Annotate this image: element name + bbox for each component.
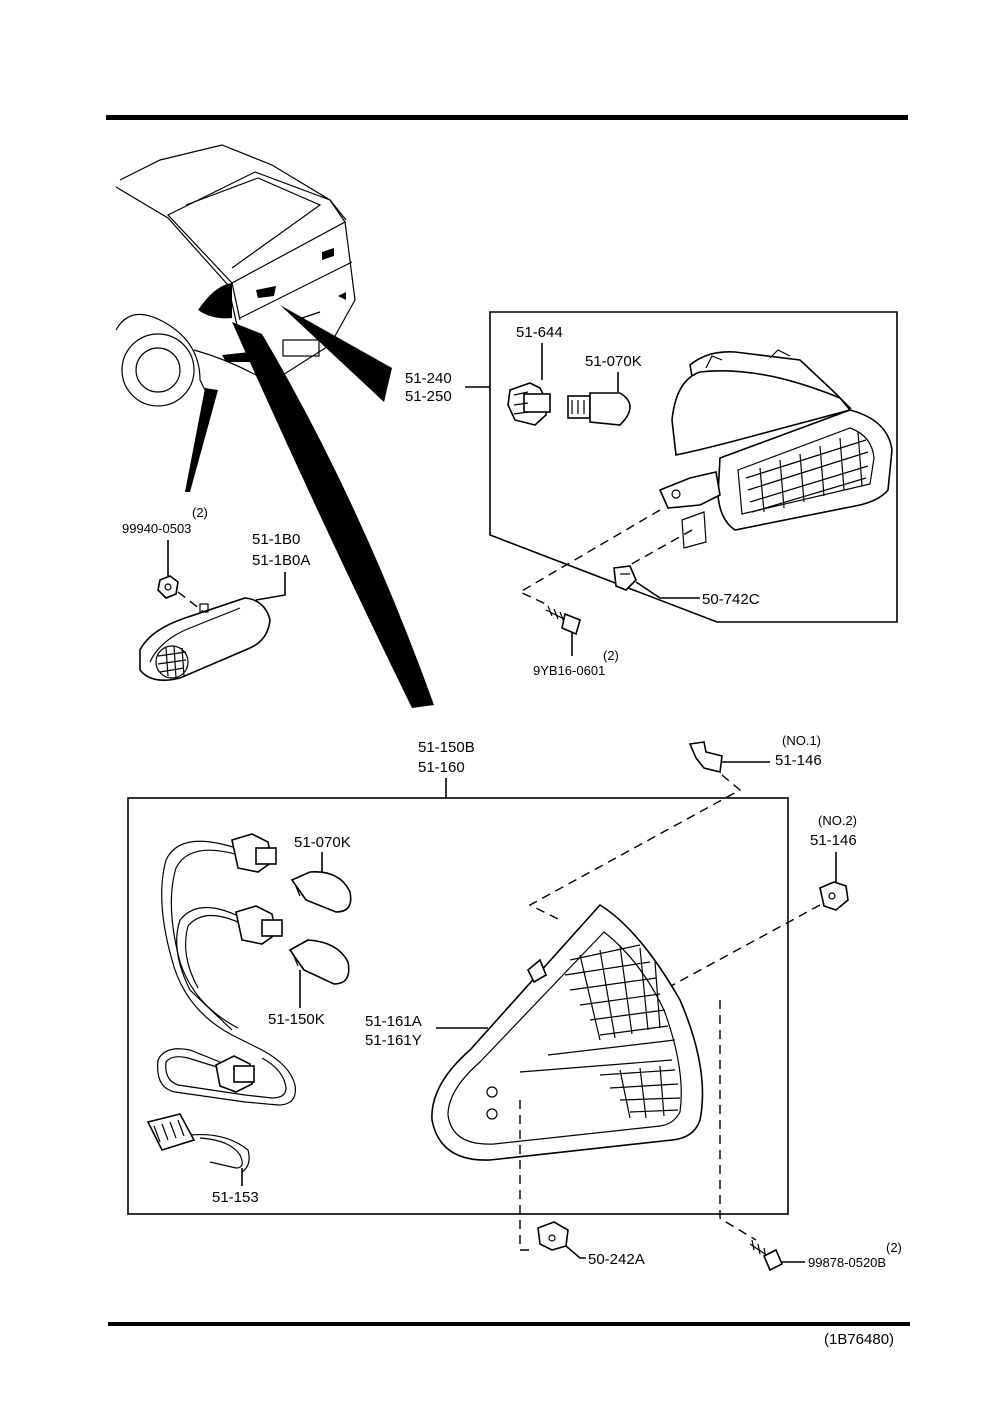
- pointer-side-lamp: [185, 388, 218, 492]
- socket-icon: [507, 382, 551, 426]
- clip-no1-note: (NO.1): [782, 733, 821, 748]
- clip-b-icon: [537, 1221, 569, 1251]
- screw-icon: [545, 605, 581, 636]
- screw-a-label: 9YB16-0601: [533, 663, 605, 678]
- harness-label: 51-153: [212, 1189, 259, 1206]
- tail-lens-icon: [431, 903, 704, 1161]
- bulb-b-label: 51-070K: [294, 834, 351, 851]
- clip-no2-note: (NO.2): [818, 813, 857, 828]
- bulb-c-icon: [288, 939, 350, 985]
- screw-b-label: 99878-0520B: [808, 1255, 886, 1270]
- screw-a-qty: (2): [603, 648, 619, 663]
- screw-b-qty: (2): [886, 1240, 902, 1255]
- car-rear-icon: [115, 144, 356, 407]
- bottom-rule: [108, 1322, 910, 1326]
- side-lamp-icon: [139, 597, 271, 681]
- tail-lamp-frame: [127, 797, 789, 1215]
- clip-no1-icon: [688, 741, 723, 773]
- lamp-assembly-icon: [658, 349, 893, 549]
- tail-lamp-label-2: 51-160: [418, 759, 465, 776]
- bulb-b-icon: [290, 871, 352, 913]
- rear-combo-label-2: 51-250: [405, 388, 452, 405]
- rear-combo-label-1: 51-240: [405, 370, 452, 387]
- clip-no2-icon: [819, 881, 849, 911]
- screw-b-icon: [749, 1239, 784, 1272]
- wiring-harness-icon: [146, 833, 296, 1173]
- bulb-c-label: 51-150K: [268, 1011, 325, 1028]
- tail-lamp-label-1: 51-150B: [418, 739, 475, 756]
- lens-label-2: 51-161Y: [365, 1032, 422, 1049]
- side-lamp-label-1: 51-1B0: [252, 531, 300, 548]
- bulb-a-label: 51-070K: [585, 353, 642, 370]
- clip-b-label: 50-242A: [588, 1251, 645, 1268]
- socket-label: 51-644: [516, 324, 563, 341]
- clip-no1-label: 51-146: [775, 752, 822, 769]
- rear-combo-frame: [489, 311, 898, 623]
- clip-no2-label: 51-146: [810, 832, 857, 849]
- lens-label-1: 51-161A: [365, 1013, 422, 1030]
- pointer-tail-lamp: [232, 322, 434, 708]
- figure-code: (1B76480): [824, 1331, 894, 1348]
- nut-icon: [157, 575, 179, 599]
- nut-label: 99940-0503: [122, 521, 191, 536]
- clip-a-label: 50-742C: [702, 591, 760, 608]
- clip-icon: [613, 565, 637, 591]
- top-rule: [106, 115, 908, 120]
- bulb-icon: [567, 392, 631, 426]
- side-lamp-label-2: 51-1B0A: [252, 552, 310, 569]
- nut-qty: (2): [192, 505, 208, 520]
- pointer-rear-combo: [280, 305, 392, 402]
